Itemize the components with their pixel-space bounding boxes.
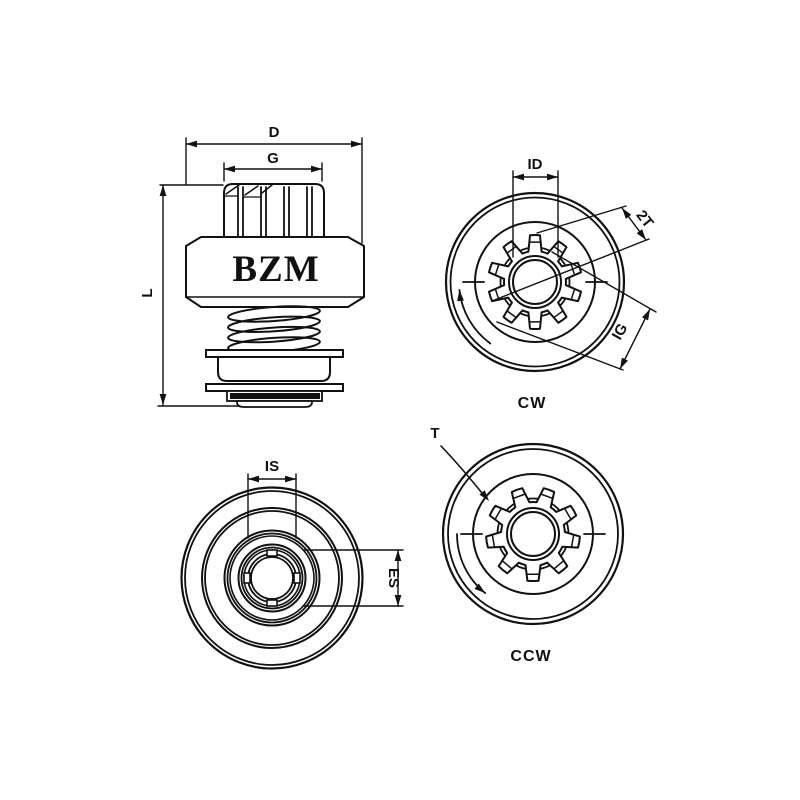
dim-label-internal-spline: IS [265, 458, 279, 475]
dim-label-internal-gear: IG [609, 321, 632, 343]
caption-counterclockwise: CCW [510, 648, 551, 665]
dim-label-gear-width: G [267, 150, 279, 167]
dim-label-external-spline: ES [385, 568, 402, 588]
cw-front-view [444, 170, 657, 373]
dim-label-overall-length: L [139, 288, 156, 297]
caption-clockwise: CW [518, 395, 547, 412]
dim-label-overall-diameter: D [269, 124, 280, 141]
dim-label-tooth: T [430, 425, 439, 442]
rear-view [180, 473, 404, 670]
brand-label: BZM [232, 249, 319, 290]
dim-label-inside-diameter: ID [528, 156, 543, 173]
side-view [157, 137, 365, 408]
ccw-front-view [440, 442, 625, 626]
